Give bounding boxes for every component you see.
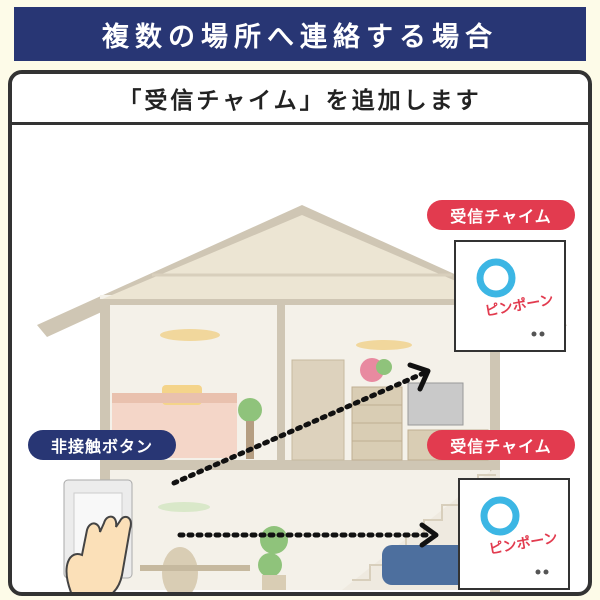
arrow-icon	[171, 370, 427, 486]
button-label: 非接触ボタン	[28, 430, 176, 460]
chime-device-icon: ピンポーン	[458, 478, 570, 590]
table	[140, 565, 250, 571]
ceiling-lamp	[160, 329, 220, 341]
chime-label-bottom: 受信チャイム	[427, 430, 575, 460]
illustration-frame: 「受信チャイム」を追加します	[8, 70, 592, 596]
sofa	[382, 545, 482, 585]
door	[291, 359, 345, 461]
page-title: 複数の場所へ連絡する場合	[14, 7, 586, 61]
chime-device-icon: ピンポーン	[454, 240, 566, 352]
hand-icon	[65, 515, 132, 592]
chime-label-top: 受信チャイム	[427, 200, 575, 230]
tv	[407, 382, 464, 426]
subtitle: 「受信チャイム」を追加します	[12, 74, 588, 125]
plant	[238, 398, 262, 422]
house-illustration	[37, 205, 567, 592]
